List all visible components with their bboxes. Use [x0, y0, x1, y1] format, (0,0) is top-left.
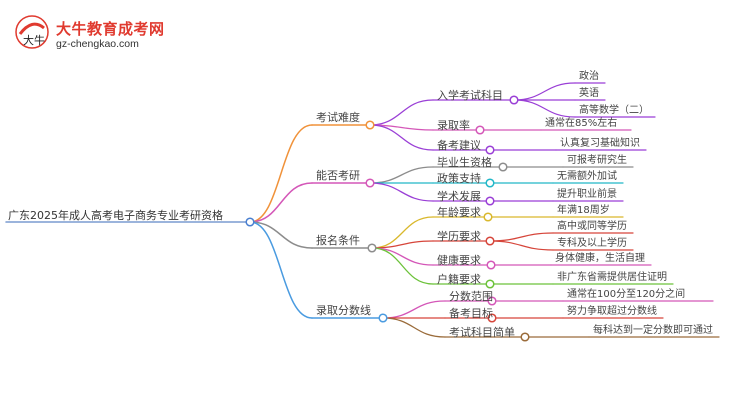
leaf-label: 非广东省需提供居住证明	[557, 272, 667, 283]
sub-connector	[369, 124, 434, 151]
leaf-connector	[513, 82, 576, 101]
leaf-connector	[489, 232, 554, 242]
leaf-label: 政治	[579, 71, 599, 82]
leaf-connector	[489, 240, 554, 251]
sub-connector	[371, 247, 434, 285]
sub-topic-label[interactable]: 政策支持	[437, 172, 481, 185]
leaf-label: 提升职业前景	[557, 189, 617, 200]
branch-node-dot[interactable]	[365, 120, 375, 130]
leaf-label: 通常在100分至120分之间	[567, 289, 686, 300]
brand-url: gz-chengkao.com	[56, 38, 139, 50]
sub-topic-label[interactable]: 分数范围	[449, 290, 493, 303]
sub-topic-label[interactable]: 学历要求	[437, 230, 481, 243]
sub-node-dot[interactable]	[485, 178, 495, 188]
leaf-label: 身体健康，生活自理	[555, 253, 645, 264]
root-node-label[interactable]: 广东2025年成人高考电子商务专业考研资格	[8, 209, 223, 222]
branch-connector	[249, 182, 313, 223]
sub-node-dot[interactable]	[483, 212, 493, 222]
brand-logo: 大牛	[14, 14, 50, 50]
branch-label[interactable]: 考试难度	[316, 111, 360, 124]
leaf-label: 通常在85%左右	[545, 118, 618, 129]
leaf-label: 可报考研究生	[567, 155, 627, 166]
sub-node-dot[interactable]	[498, 162, 508, 172]
sub-node-dot[interactable]	[475, 125, 485, 135]
brand-title: 大牛教育成考网	[56, 20, 165, 38]
leaf-label: 年满18周岁	[557, 205, 610, 216]
sub-connector	[371, 216, 434, 249]
leaf-label: 高中或同等学历	[557, 221, 627, 232]
branch-connector	[249, 221, 313, 249]
sub-node-dot[interactable]	[486, 260, 496, 270]
branch-label[interactable]: 报名条件	[316, 234, 360, 247]
sub-topic-label[interactable]: 健康要求	[437, 254, 481, 267]
branch-connector	[249, 124, 313, 223]
leaf-connector	[513, 99, 576, 118]
branch-connector	[249, 221, 313, 319]
sub-node-dot[interactable]	[485, 236, 495, 246]
sub-topic-label[interactable]: 毕业生资格	[437, 156, 492, 169]
branch-node-dot[interactable]	[365, 178, 375, 188]
sub-node-dot[interactable]	[520, 332, 530, 342]
leaf-label: 高等数学（二）	[579, 105, 649, 116]
sub-connector	[371, 247, 434, 266]
sub-connector	[369, 182, 434, 202]
sub-node-dot[interactable]	[487, 313, 497, 323]
leaf-label: 英语	[579, 88, 599, 99]
sub-topic-label[interactable]: 入学考试科目	[437, 89, 503, 102]
branch-node-dot[interactable]	[367, 243, 377, 253]
sub-connector	[382, 300, 446, 319]
sub-topic-label[interactable]: 学术发展	[437, 190, 481, 203]
sub-node-dot[interactable]	[485, 279, 495, 289]
leaf-label: 每科达到一定分数即可通过	[593, 325, 713, 336]
branch-node-dot[interactable]	[378, 313, 388, 323]
branch-label[interactable]: 能否考研	[316, 169, 360, 182]
sub-node-dot[interactable]	[485, 145, 495, 155]
branch-label[interactable]: 录取分数线	[316, 304, 371, 317]
sub-node-dot[interactable]	[485, 196, 495, 206]
sub-topic-label[interactable]: 备考目标	[449, 307, 493, 320]
sub-topic-label[interactable]: 年龄要求	[437, 206, 481, 219]
root-node-dot[interactable]	[245, 217, 255, 227]
sub-node-dot[interactable]	[509, 95, 519, 105]
leaf-label: 专科及以上学历	[557, 238, 627, 249]
sub-node-dot[interactable]	[487, 296, 497, 306]
logo-text: 大牛	[23, 33, 45, 47]
sub-topic-label[interactable]: 户籍要求	[437, 273, 481, 286]
sub-topic-label[interactable]: 录取率	[437, 119, 470, 132]
sub-connector	[369, 166, 434, 184]
leaf-label: 努力争取超过分数线	[567, 306, 657, 317]
sub-topic-label[interactable]: 考试科目简单	[449, 326, 515, 339]
leaf-label: 认真复习基础知识	[560, 138, 640, 149]
leaf-label: 无需额外加试	[557, 171, 617, 182]
sub-topic-label[interactable]: 备考建议	[437, 139, 481, 152]
sub-connector	[382, 317, 446, 338]
sub-connector	[369, 99, 434, 126]
